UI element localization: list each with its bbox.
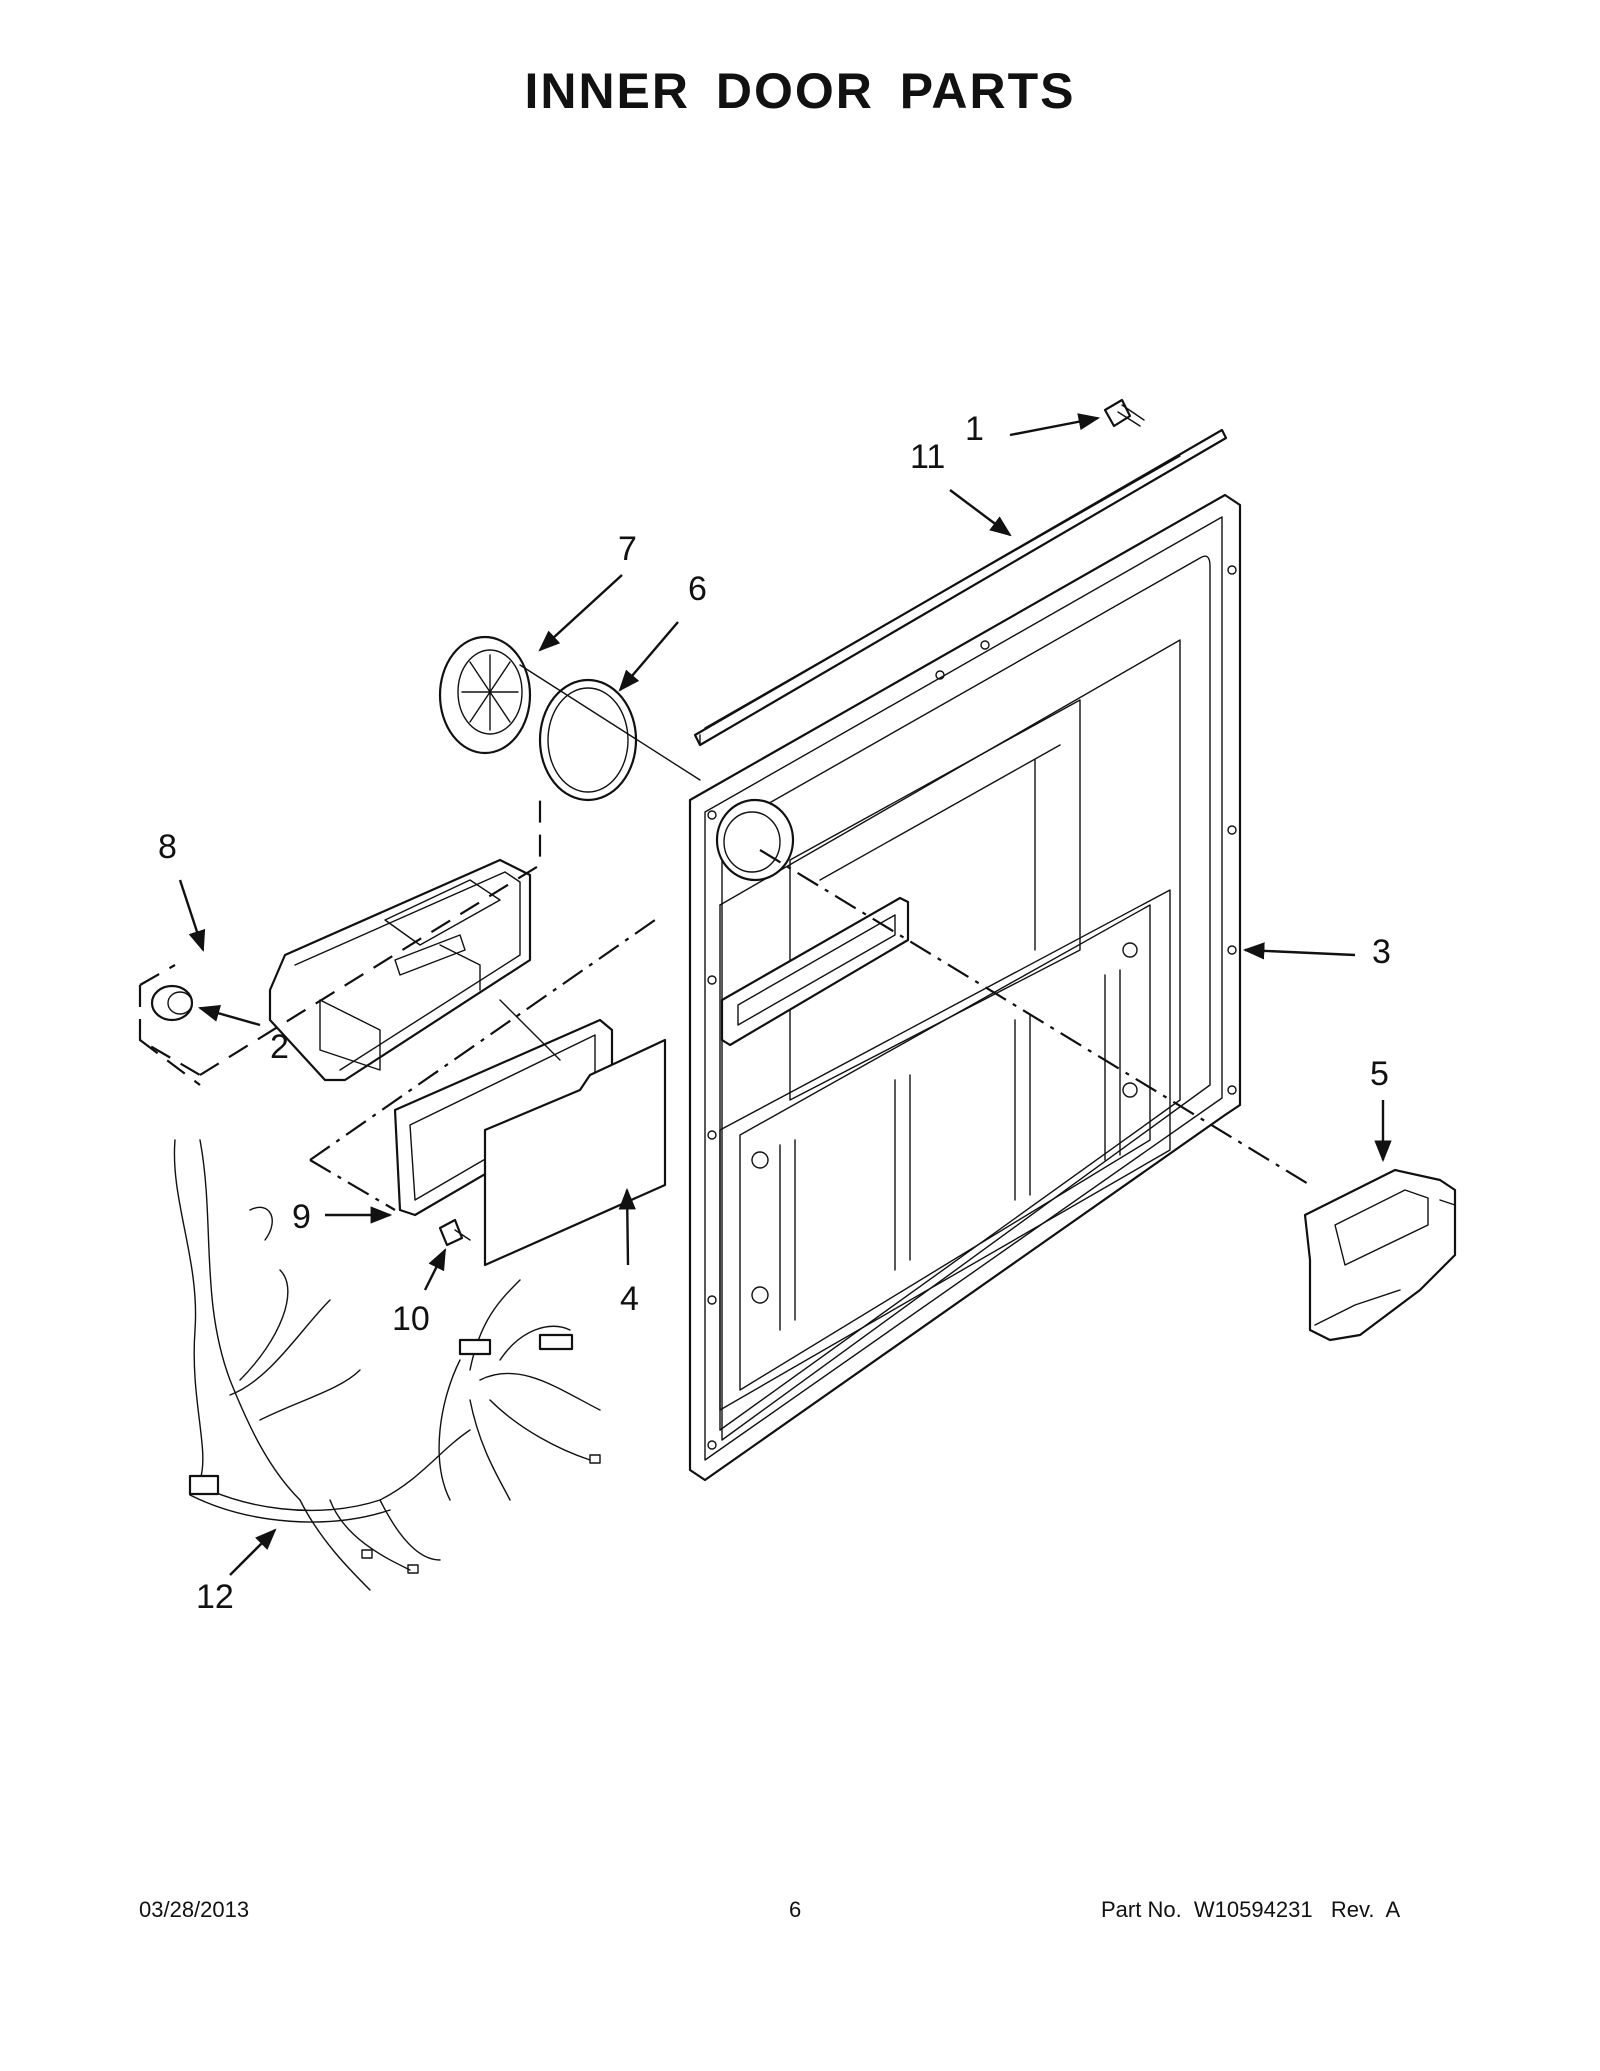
callout-2: 2	[270, 1028, 289, 1066]
axis-line-vent	[519, 664, 701, 781]
vent-strip	[693, 428, 1228, 747]
explosion-lines	[138, 800, 1311, 1211]
callout-3: 3	[1372, 933, 1391, 971]
control-board	[483, 1038, 667, 1267]
leader-arrows	[178, 413, 1392, 1576]
callout-11: 11	[910, 438, 945, 476]
callout-10: 10	[392, 1300, 430, 1338]
callout-4: 4	[620, 1280, 639, 1318]
footer-date: 03/28/2013	[139, 1897, 250, 1922]
grommet	[150, 984, 194, 1022]
callout-6: 6	[688, 570, 707, 608]
wire-harness	[173, 1139, 601, 1591]
callout-1: 1	[965, 410, 984, 448]
callout-12: 12	[196, 1578, 234, 1616]
vent-cover	[438, 635, 532, 755]
callout-9: 9	[292, 1198, 311, 1236]
dispenser-assembly	[268, 858, 532, 1082]
vent-gasket	[538, 678, 638, 802]
page-title: INNER DOOR PARTS	[524, 63, 1076, 119]
callout-8: 8	[158, 828, 177, 866]
screw-top	[1103, 398, 1145, 428]
inner-door-panel	[688, 493, 1242, 1482]
screw-board	[438, 1218, 471, 1247]
footer-page-number: 6	[789, 1897, 802, 1922]
callout-labels: 1 2 3 4 5 6 7 8 9 10 11 12	[158, 410, 1391, 1616]
air-vent-duct	[1303, 1168, 1457, 1342]
callout-7: 7	[618, 530, 637, 568]
callout-5: 5	[1370, 1055, 1389, 1093]
footer-part-number: Part No. W10594231 Rev. A	[1101, 1897, 1401, 1922]
